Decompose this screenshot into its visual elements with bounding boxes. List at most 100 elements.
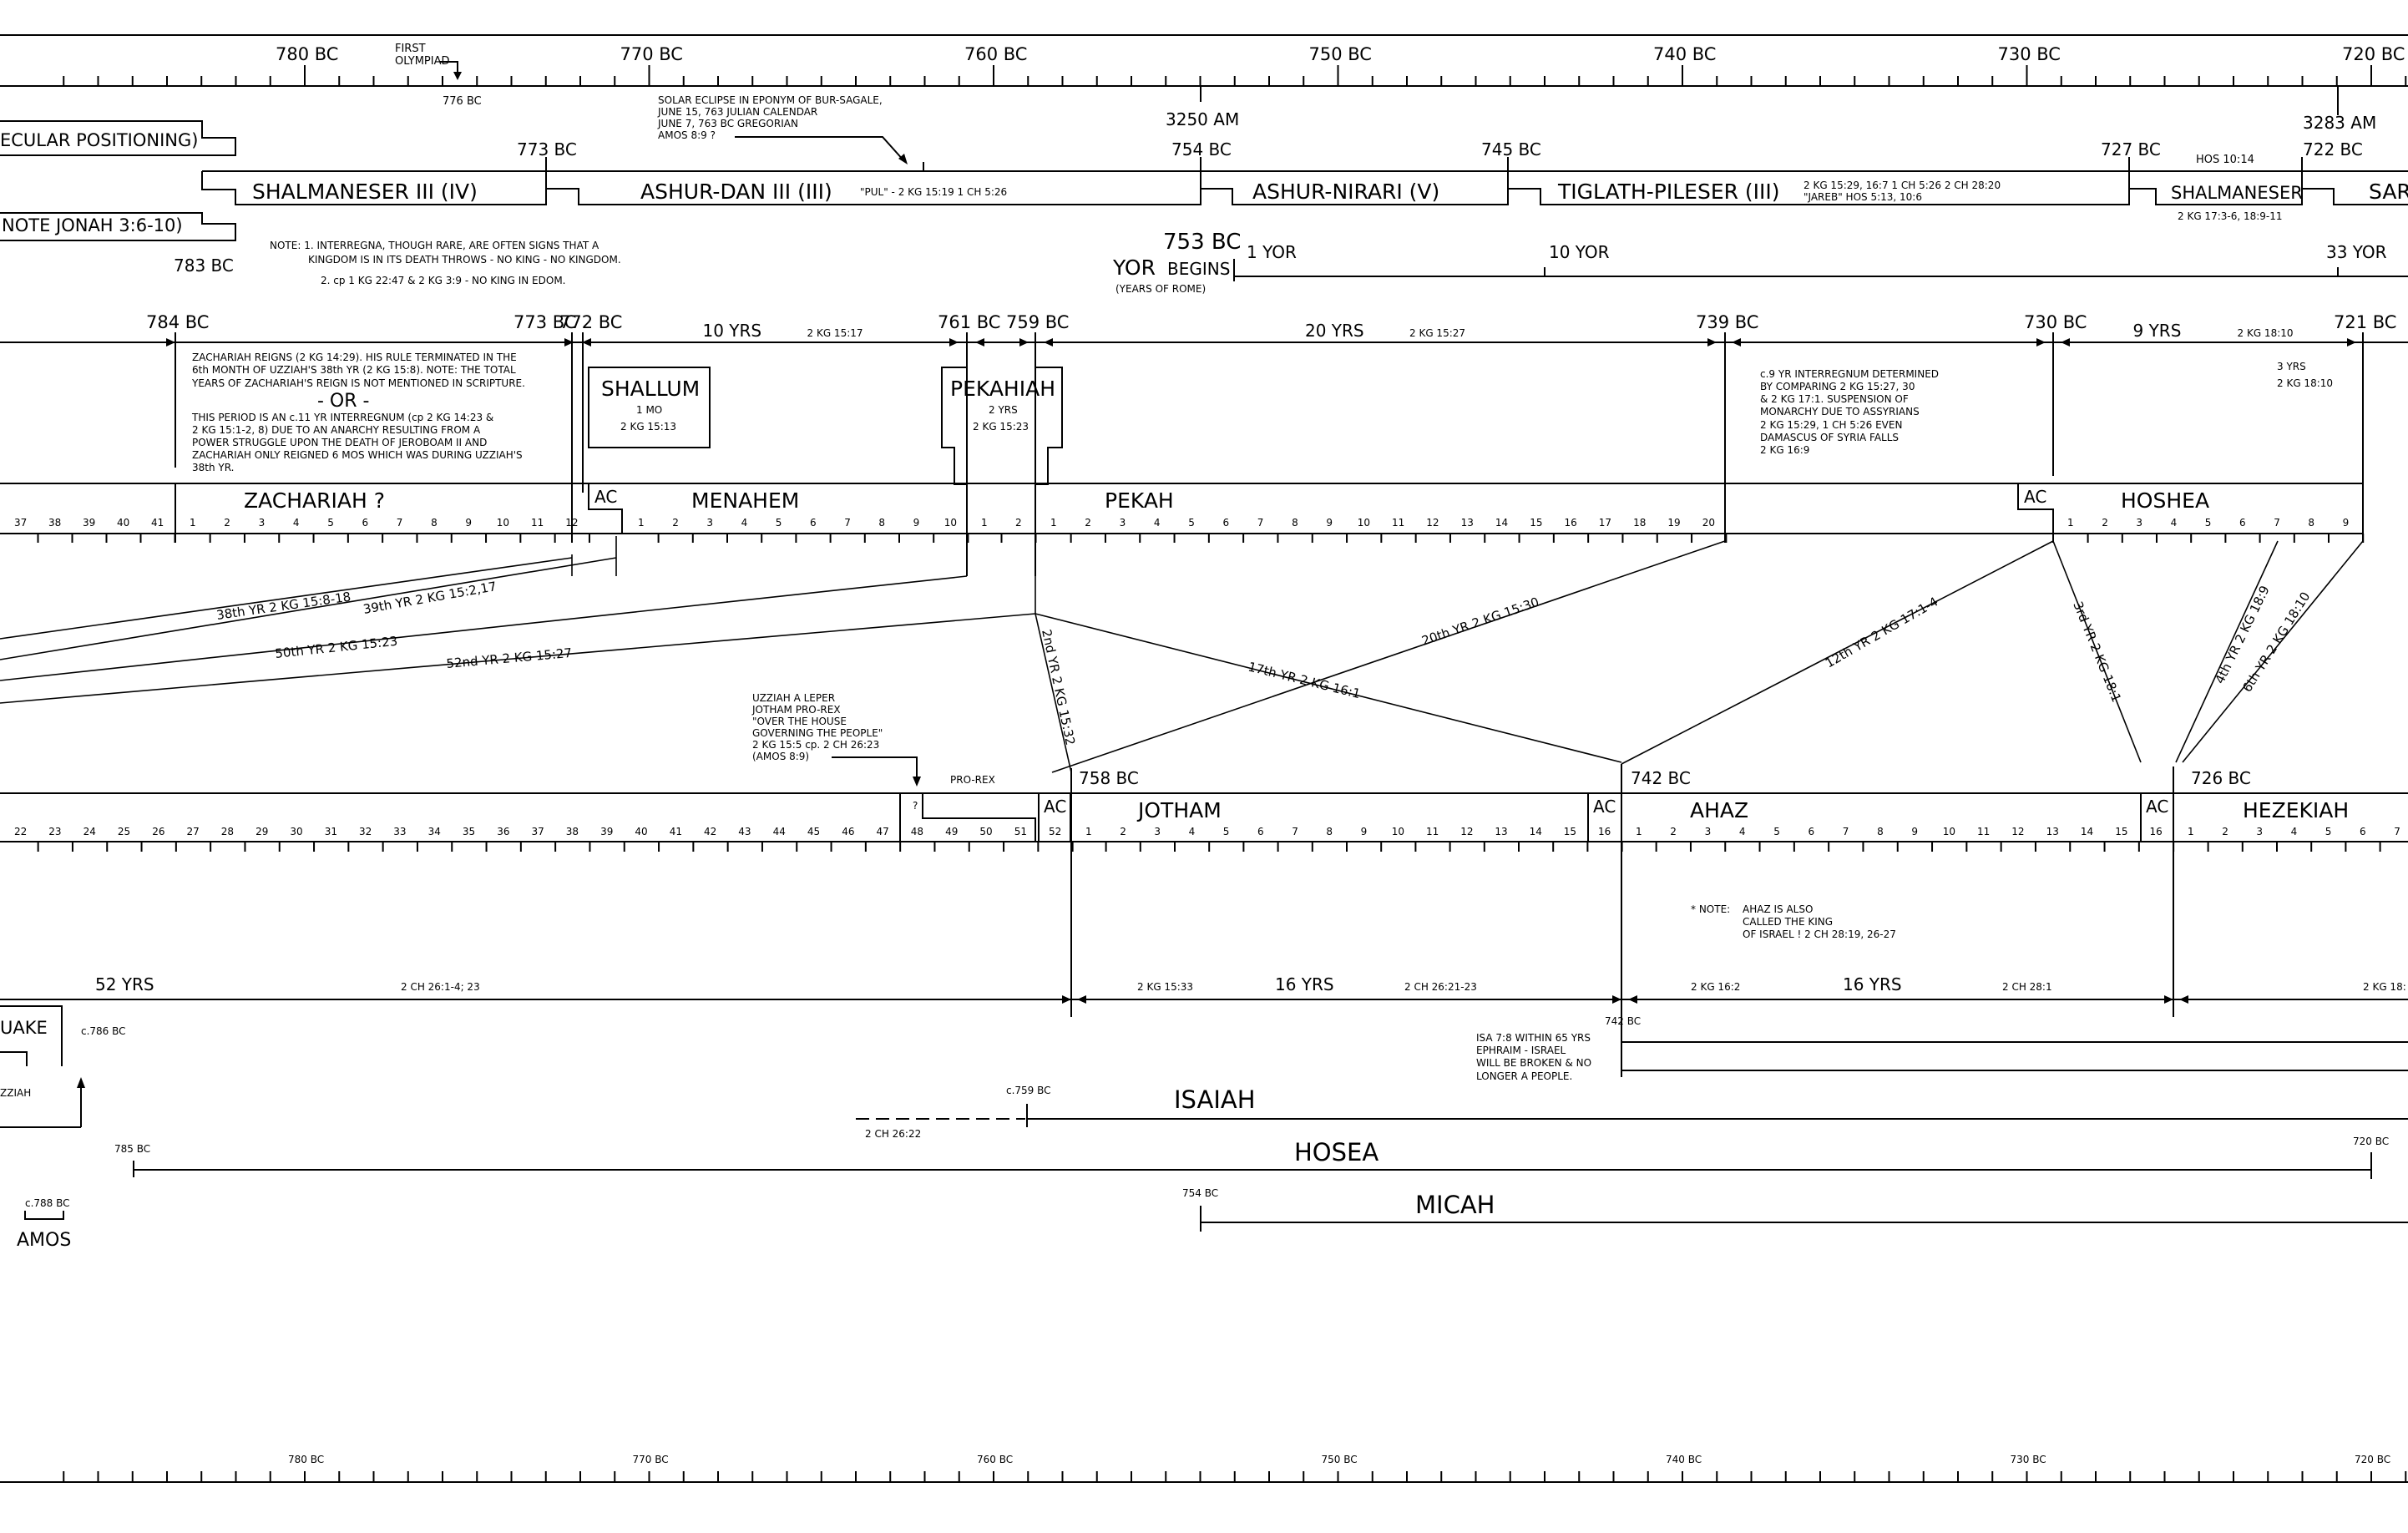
judah-year: 30: [290, 826, 302, 837]
judah-year: 1: [2188, 826, 2194, 837]
am-3250: 3250 AM: [1166, 109, 1239, 129]
israel-year: 3: [1120, 517, 1126, 529]
or-label: - OR -: [317, 391, 369, 412]
judah-year: 34: [428, 826, 441, 837]
judah-year: 1: [1636, 826, 1642, 837]
date-742bc: 742 BC: [1631, 768, 1691, 788]
israel-year: 4: [293, 517, 300, 529]
ecl-line-2: JUNE 7, 763 BC GREGORIAN: [657, 118, 798, 129]
uz-line-2: "OVER THE HOUSE: [752, 716, 847, 727]
judah-year: 9: [1911, 826, 1918, 837]
israel-year: 4: [1154, 517, 1161, 529]
israel-year: 9: [1326, 517, 1333, 529]
israel-year: 4: [2171, 517, 2178, 529]
judah-year: 15: [2115, 826, 2127, 837]
assyria-king-shalmaneser-iii: SHALMANESER III (IV): [252, 180, 478, 204]
yor-1: 1 YOR: [1247, 242, 1297, 262]
israel-span-years: 10 YRS: [703, 321, 762, 341]
israel-year: 40: [117, 517, 129, 529]
in-line-6: 2 KG 16:9: [1760, 444, 1809, 456]
judah-year: 31: [325, 826, 337, 837]
ecl-line-3: AMOS 8:9 ?: [658, 129, 716, 141]
judah-year: 2: [1120, 826, 1126, 837]
israel-year: 2: [1015, 517, 1022, 529]
date-758bc: 758 BC: [1079, 768, 1139, 788]
israel-year: 19: [1667, 517, 1680, 529]
prophets-section: 2 CH 26:22 c.759 BC ISAIAH 785 BC 720 BC…: [17, 1085, 2408, 1251]
israel-year: 12: [565, 517, 578, 529]
israel-span-ref: 2 KG 18:10: [2238, 327, 2294, 339]
in-line-3: MONARCHY DUE TO ASSYRIANS: [1760, 406, 1920, 417]
israel-year: 1: [190, 517, 196, 529]
judah-year: 41: [670, 826, 682, 837]
judah-king-jotham: JOTHAM: [1136, 798, 1222, 822]
za-line-1: 6th MONTH OF UZZIAH'S 38th YR (2 KG 15:8…: [192, 364, 516, 376]
israel-year: 6: [1223, 517, 1230, 529]
prophet-isaiah: ISAIAH: [1174, 1085, 1256, 1114]
judah-year: 10: [1943, 826, 1955, 837]
israel-year: 4: [741, 517, 748, 529]
pekahiah-duration: 2 YRS: [989, 404, 1018, 416]
shallum-box: SHALLUM 1 MO 2 KG 15:13: [588, 367, 711, 448]
ecl-line-1: JUNE 15, 763 JULIAN CALENDAR: [657, 106, 817, 118]
judah-year: 4: [1189, 826, 1196, 837]
ac-ahaz: AC: [1593, 797, 1616, 817]
judah-year: 10: [1392, 826, 1404, 837]
judah-king-ahaz: AHAZ: [1690, 798, 1748, 822]
israel-year: 2: [2102, 517, 2108, 529]
rome-sub: (YEARS OF ROME): [1115, 283, 1206, 295]
judah-year: 14: [1530, 826, 1542, 837]
israel-kings-row: ZACHARIAH ? MENAHEM PEKAH HOSHEA AC AC 3…: [0, 483, 2365, 543]
judah-year: 1: [1085, 826, 1092, 837]
israel-year: 7: [1257, 517, 1264, 529]
israel-year: 38: [48, 517, 61, 529]
israel-span-date: 730 BC: [2024, 312, 2087, 332]
judah-span-ref-uzziah: 2 CH 26:1-4; 23: [401, 981, 480, 993]
ac-hezekiah: AC: [2146, 797, 2168, 817]
judah-year: 15: [1564, 826, 1576, 837]
judah-year: 13: [1495, 826, 1507, 837]
israel-year: 10: [497, 517, 509, 529]
shalmaneser-ref: 2 KG 17:3-6, 18:9-11: [2178, 210, 2283, 222]
israel-span-years: 9 YRS: [2133, 321, 2182, 341]
israel-year: 9: [2343, 517, 2350, 529]
israel-year: 8: [431, 517, 438, 529]
date-722bc: 722 BC: [2303, 139, 2363, 159]
prophet-hosea: HOSEA: [1294, 1138, 1379, 1166]
sync-12th: 12th YR 2 KG 17:1-4: [1823, 594, 1940, 670]
isa-note: 742 BC ISA 7:8 WITHIN 65 YRS EPHRAIM - I…: [1476, 1015, 2408, 1082]
judah-year: 49: [945, 826, 958, 837]
israel-king-zachariah: ZACHARIAH ?: [244, 488, 385, 513]
judah-year: 6: [1257, 826, 1264, 837]
zb-line-1: 2 KG 15:1-2, 8) DUE TO AN ANARCHY RESULT…: [192, 424, 481, 436]
first-olympiad-date: 776 BC: [443, 95, 482, 108]
judah-year: 7: [1292, 826, 1298, 837]
ah-line-1: CALLED THE KING: [1743, 916, 1833, 928]
ahaz-note-star: * NOTE:: [1691, 903, 1730, 915]
uzziah-partial: ZZIAH: [0, 1087, 31, 1099]
date-754bc: 754 BC: [1171, 139, 1232, 159]
assyria-king-ashur-dan: ASHUR-DAN III (III): [640, 180, 832, 204]
israel-year: 20: [1702, 517, 1715, 529]
israel-year: 3: [706, 517, 713, 529]
israel-year: 17: [1599, 517, 1611, 529]
assyria-partial-label-1: ECULAR POSITIONING): [0, 130, 198, 150]
judah-year: 6: [1809, 826, 1815, 837]
judah-year: 36: [497, 826, 509, 837]
judah-span-ref2-jotham: 2 CH 26:21-23: [1404, 981, 1477, 993]
eclipse-note: SOLAR ECLIPSE IN EPONYM OF BUR-SAGALE, J…: [657, 94, 924, 171]
earthquake-date: c.786 BC: [81, 1025, 126, 1037]
israel-year: 5: [2205, 517, 2212, 529]
ah-line-2: OF ISRAEL ! 2 CH 28:19, 26-27: [1743, 928, 1896, 940]
fo-lline-1: OLYMPIAD: [395, 55, 449, 68]
uz-line-3: GOVERNING THE PEOPLE": [752, 727, 883, 739]
is-line-3: LONGER A PEOPLE.: [1476, 1070, 1572, 1082]
sync-3rd: 3rd YR 2 KG 18:1: [2070, 600, 2124, 705]
isa-note-date: 742 BC: [1605, 1015, 1641, 1027]
judah-year: 6: [2360, 826, 2366, 837]
israel-year: 7: [844, 517, 851, 529]
top-scale-label: 780 BC: [276, 44, 338, 64]
